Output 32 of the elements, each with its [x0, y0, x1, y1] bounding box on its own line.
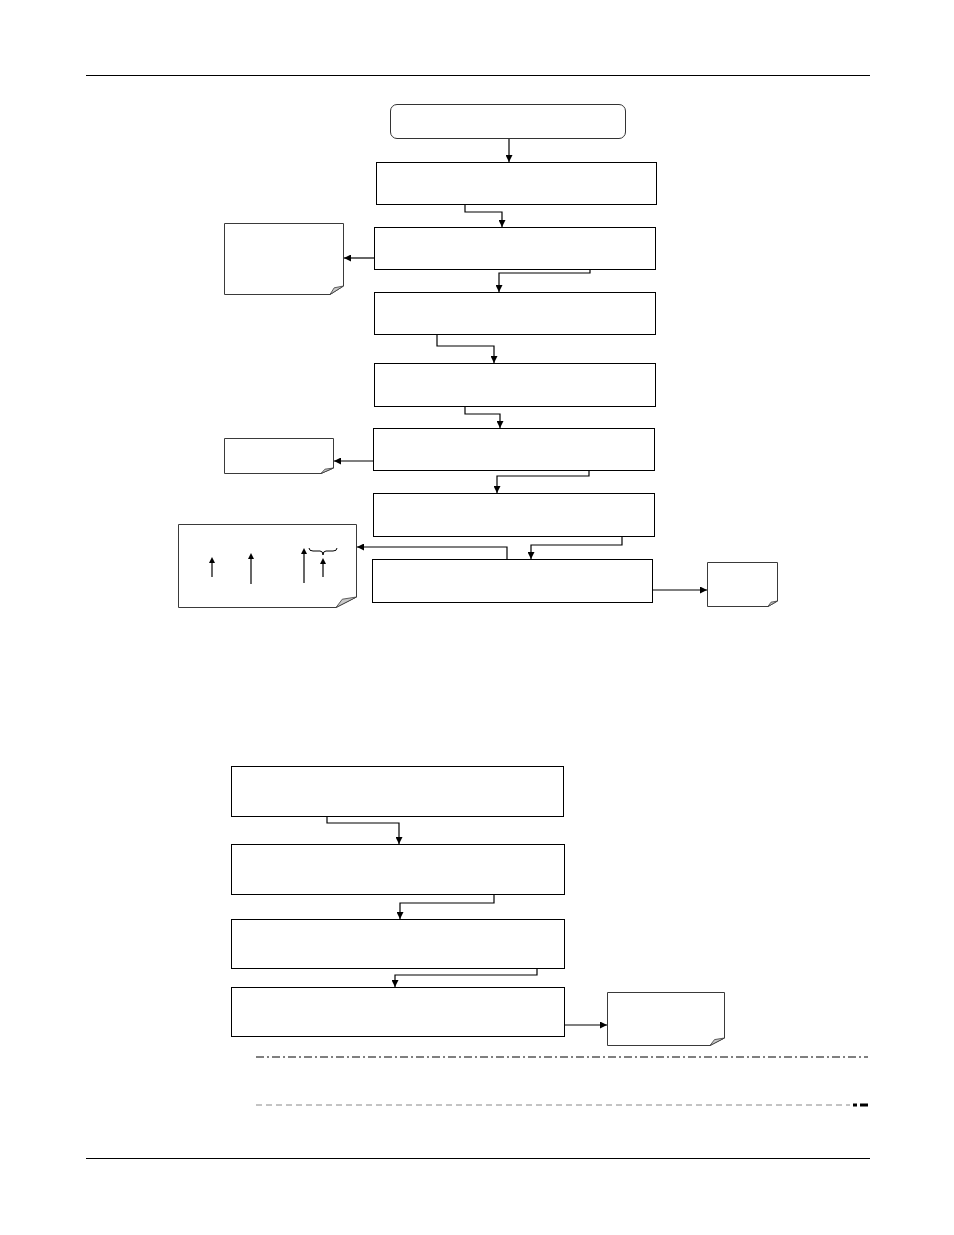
process-box: [373, 493, 655, 537]
process-box: [374, 292, 656, 335]
start-box: [390, 104, 626, 139]
connector-arrow: [333, 457, 374, 465]
connector-arrow: [391, 968, 538, 988]
note-box: [607, 992, 725, 1046]
connector-arrow: [464, 204, 506, 228]
process-box: [231, 766, 564, 817]
process-box: [374, 363, 656, 407]
connector-arrow: [356, 543, 508, 560]
connector-arrow: [652, 586, 708, 594]
note-box: [224, 223, 344, 295]
process-box: [231, 919, 565, 969]
connector-arrow: [436, 334, 498, 364]
note-box: [224, 438, 334, 474]
process-box: [231, 844, 565, 895]
connector-arrow: [527, 536, 623, 560]
process-box: [231, 987, 565, 1037]
connector-arrow: [493, 470, 590, 494]
connector-arrow: [564, 1021, 608, 1029]
connector-arrow: [495, 269, 591, 293]
connector-arrow: [326, 816, 403, 845]
process-box: [373, 428, 655, 471]
process-box: [376, 162, 657, 205]
connector-arrow: [343, 254, 375, 262]
connector-arrow: [464, 406, 504, 429]
connector-arrow: [505, 138, 513, 163]
process-box: [372, 559, 653, 603]
note-box: [707, 562, 778, 607]
note-box: [178, 524, 357, 608]
process-box: [374, 227, 656, 270]
connector-arrow: [396, 894, 495, 920]
